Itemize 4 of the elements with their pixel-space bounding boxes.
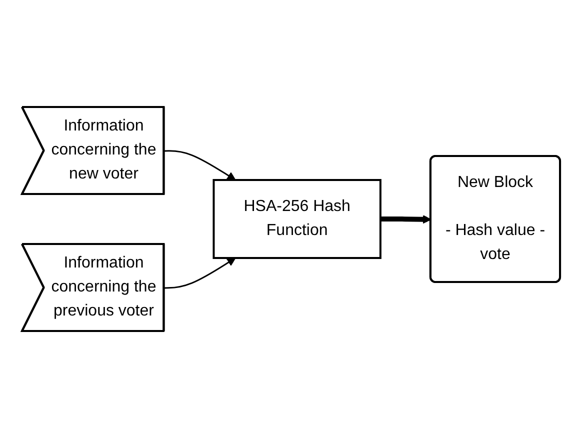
arrow [380,214,432,224]
node-box: HSA-256 Hash Function [213,179,382,259]
arrow [164,150,236,180]
arrow [164,258,236,289]
